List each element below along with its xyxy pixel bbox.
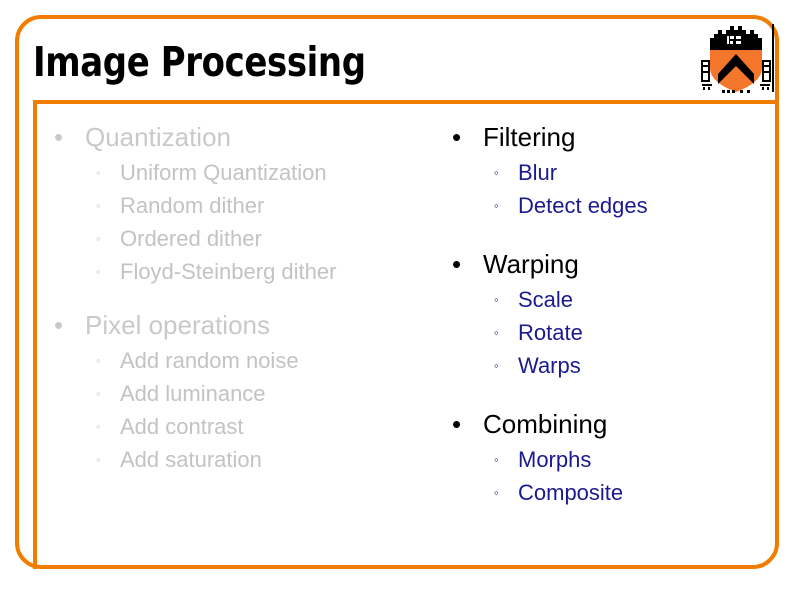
topics-column-right: • Filtering ◦ Blur ◦ Detect edges • Warp… [440,118,770,509]
list-item-label: Morphs [518,447,592,472]
topic-group-quantization: • Quantization ◦ Uniform Quantization ◦ … [42,118,432,288]
sub-bullet-icon: ◦ [96,419,101,434]
list-item-label: Add luminance [120,381,266,406]
bullet-icon: • [452,249,462,279]
list-item[interactable]: ◦ Uniform Quantization [42,156,432,189]
list-item[interactable]: ◦ Add luminance [42,377,432,410]
topics-column-left: • Quantization ◦ Uniform Quantization ◦ … [42,118,432,476]
topic-group-pixel-operations: • Pixel operations ◦ Add random noise ◦ … [42,306,432,476]
list-item-label: Composite [518,480,624,505]
topic-heading-filtering[interactable]: • Filtering [440,118,770,156]
list-item[interactable]: ◦ Detect edges [440,189,770,222]
topic-heading-label: Filtering [483,122,576,152]
sub-bullet-icon: ◦ [494,198,499,213]
list-item[interactable]: ◦ Warps [440,349,770,382]
list-item[interactable]: ◦ Random dither [42,189,432,222]
topic-heading-pixel-operations[interactable]: • Pixel operations [42,306,432,344]
sub-bullet-icon: ◦ [96,198,101,213]
princeton-shield-logo [700,24,774,96]
list-item[interactable]: ◦ Rotate [440,316,770,349]
list-item-label: Scale [518,287,574,312]
list-item-label: Uniform Quantization [120,160,327,185]
list-item-label: Blur [518,160,558,185]
topic-heading-label: Pixel operations [85,310,270,340]
bullet-icon: • [452,122,462,152]
list-item-label: Add random noise [120,348,299,373]
list-item-label: Detect edges [518,193,648,218]
list-item-label: Random dither [120,193,265,218]
topic-heading-label: Warping [483,249,579,279]
list-item-label: Floyd-Steinberg dither [120,259,337,284]
list-item-label: Ordered dither [120,226,262,251]
bullet-icon: • [452,409,462,439]
title-divider-line [33,100,779,104]
topic-group-filtering: • Filtering ◦ Blur ◦ Detect edges [440,118,770,222]
list-item-label: Add saturation [120,447,262,472]
sub-bullet-icon: ◦ [494,292,499,307]
sub-bullet-icon: ◦ [96,231,101,246]
sub-bullet-icon: ◦ [96,452,101,467]
sub-bullet-icon: ◦ [494,452,499,467]
list-item[interactable]: ◦ Add contrast [42,410,432,443]
page-title: Image Processing [33,38,366,86]
list-item[interactable]: ◦ Ordered dither [42,222,432,255]
group-spacer [440,382,770,405]
title-bar: Image Processing [33,36,673,94]
topic-heading-quantization[interactable]: • Quantization [42,118,432,156]
sub-bullet-icon: ◦ [494,325,499,340]
list-item[interactable]: ◦ Add random noise [42,344,432,377]
topic-heading-combining[interactable]: • Combining [440,405,770,443]
inner-vertical-rule [33,100,37,569]
sub-bullet-icon: ◦ [96,353,101,368]
bullet-icon: • [54,310,64,340]
sub-bullet-icon: ◦ [494,358,499,373]
list-item-label: Rotate [518,320,583,345]
list-item[interactable]: ◦ Composite [440,476,770,509]
sub-bullet-icon: ◦ [494,165,499,180]
list-item[interactable]: ◦ Add saturation [42,443,432,476]
sub-bullet-icon: ◦ [96,386,101,401]
topic-group-combining: • Combining ◦ Morphs ◦ Composite [440,405,770,509]
list-item[interactable]: ◦ Morphs [440,443,770,476]
topic-heading-warping[interactable]: • Warping [440,245,770,283]
group-spacer [440,222,770,245]
list-item-label: Add contrast [120,414,244,439]
list-item[interactable]: ◦ Floyd-Steinberg dither [42,255,432,288]
group-spacer [42,288,432,306]
sub-bullet-icon: ◦ [96,264,101,279]
list-item-label: Warps [518,353,581,378]
sub-bullet-icon: ◦ [96,165,101,180]
topic-heading-label: Quantization [85,122,231,152]
list-item[interactable]: ◦ Scale [440,283,770,316]
topic-heading-label: Combining [483,409,608,439]
topic-group-warping: • Warping ◦ Scale ◦ Rotate ◦ Warps [440,245,770,382]
list-item[interactable]: ◦ Blur [440,156,770,189]
slide-content: • Quantization ◦ Uniform Quantization ◦ … [42,118,762,558]
sub-bullet-icon: ◦ [494,485,499,500]
bullet-icon: • [54,122,64,152]
